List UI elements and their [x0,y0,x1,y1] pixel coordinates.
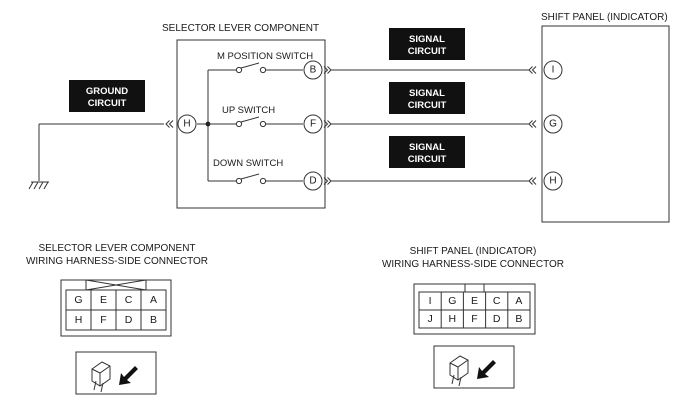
cell-i: I [429,295,432,307]
ground-wire [38,120,174,181]
pin-g: G [543,114,563,134]
shift-panel-title: SHIFT PANEL (INDICATOR) [541,12,668,23]
pin-i: I [543,60,563,80]
cell-f: F [100,314,106,326]
pin-f: F [303,114,323,134]
panel-connector-title-1: SHIFT PANEL (INDICATOR) [410,246,537,257]
m-position-switch-label: M POSITION SWITCH [217,51,313,62]
selector-box [176,39,326,209]
cell-g: G [74,294,82,306]
svg-text:SIGNAL: SIGNAL [409,88,445,99]
selector-connector-title-1: SELECTOR LEVER COMPONENT [38,243,195,254]
svg-text:I: I [552,65,555,76]
pin-d: D [303,171,323,191]
shift-panel-box [541,25,670,223]
pin-h-panel: H [543,171,563,191]
cell-g: G [448,295,456,307]
signal-wire-1 [323,66,537,74]
signal-tag-2: SIGNAL CIRCUIT [389,82,465,114]
connector-plug-icon [75,351,157,395]
up-switch [208,116,303,128]
selector-connector-title-2: WIRING HARNESS-SIDE CONNECTOR [26,256,208,267]
svg-text:SIGNAL: SIGNAL [409,34,445,45]
panel-connector: I G E C A J H F D B [413,283,536,335]
ground-symbol-icon [28,181,49,190]
signal-tag-1: SIGNAL CIRCUIT [389,28,465,60]
cell-c: C [125,294,133,306]
cell-a: A [515,295,522,307]
svg-text:CIRCUIT: CIRCUIT [88,98,127,109]
cell-f: F [471,313,477,325]
svg-text:B: B [310,65,317,76]
signal-tag-3: SIGNAL CIRCUIT [389,136,465,168]
selector-title: SELECTOR LEVER COMPONENT [162,23,319,34]
svg-text:H: H [183,119,190,130]
svg-text:H: H [549,176,556,187]
cell-b: B [150,314,157,326]
cell-j: J [427,313,432,325]
svg-text:CIRCUIT: CIRCUIT [408,46,447,57]
cell-e: E [471,295,478,307]
pin-h-selector: H [177,114,197,134]
cell-a: A [150,294,157,306]
m-position-switch [208,62,303,74]
connector-plug-icon [433,345,515,389]
cell-h: H [449,313,457,325]
signal-wire-3 [323,177,537,185]
cell-d: D [125,314,133,326]
pin-b: B [303,60,323,80]
svg-text:GROUND: GROUND [86,86,128,97]
ground-tag: GROUND CIRCUIT [69,80,145,112]
down-switch-label: DOWN SWITCH [213,158,283,169]
cell-h: H [75,314,83,326]
down-switch [208,173,303,185]
cell-d: D [493,313,501,325]
up-switch-label: UP SWITCH [222,105,275,116]
cell-b: B [515,313,522,325]
svg-text:G: G [549,119,557,130]
signal-wire-2 [323,120,537,128]
panel-connector-title-2: WIRING HARNESS-SIDE CONNECTOR [382,259,564,270]
svg-text:CIRCUIT: CIRCUIT [408,100,447,111]
svg-text:CIRCUIT: CIRCUIT [408,154,447,165]
svg-text:SIGNAL: SIGNAL [409,142,445,153]
svg-text:D: D [309,176,316,187]
svg-text:F: F [310,119,316,130]
cell-e: E [100,294,107,306]
selector-connector: G E C A H F D B [60,279,172,337]
cell-c: C [493,295,501,307]
